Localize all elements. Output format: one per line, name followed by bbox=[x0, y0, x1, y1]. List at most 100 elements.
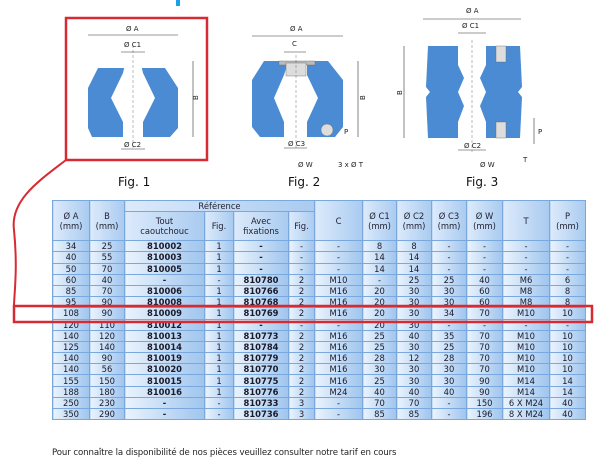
cell-tout: 810009 bbox=[124, 307, 205, 320]
cell-p: 8 bbox=[549, 284, 586, 298]
cell-avec: - bbox=[233, 251, 289, 264]
cell-tout: - bbox=[124, 273, 205, 286]
fig3-caption: Fig. 3 bbox=[466, 175, 499, 189]
cell-w: 60 bbox=[466, 296, 503, 309]
cell-avec: 810773 bbox=[233, 329, 289, 342]
cell-t: M14 bbox=[502, 385, 550, 398]
fig2-label-p: P bbox=[344, 128, 348, 136]
fig1-label-c2: Ø C2 bbox=[124, 141, 141, 149]
cell-fig2: - bbox=[288, 262, 315, 275]
cell-avec: 810780 bbox=[233, 273, 289, 286]
cell-b: 140 bbox=[89, 340, 125, 354]
cell-fig1: 1 bbox=[204, 296, 234, 309]
cell-p: 40 bbox=[549, 396, 586, 410]
fig1-caption: Fig. 1 bbox=[118, 175, 151, 189]
cell-a: 155 bbox=[52, 374, 90, 387]
cell-t: M8 bbox=[502, 284, 550, 298]
cell-c: M16 bbox=[314, 284, 363, 298]
cell-c: M16 bbox=[314, 340, 363, 354]
cell-c3: 30 bbox=[431, 284, 467, 298]
cell-tout: 810014 bbox=[124, 340, 205, 354]
cell-c3: 40 bbox=[431, 385, 467, 398]
cell-t: M10 bbox=[502, 329, 550, 342]
cell-p: - bbox=[549, 251, 586, 264]
cell-c3: 35 bbox=[431, 329, 467, 342]
cell-fig1: 1 bbox=[204, 262, 234, 275]
cell-c: - bbox=[314, 240, 363, 253]
cell-c3: 30 bbox=[431, 296, 467, 309]
cell-tout: 810006 bbox=[124, 284, 205, 298]
cell-w: 150 bbox=[466, 396, 503, 410]
header-c: C bbox=[314, 199, 363, 242]
figure-3-drawing: Ø A Ø C1 Ø C2 B P Ø W T bbox=[396, 7, 542, 169]
cell-c3: 25 bbox=[431, 340, 467, 354]
cell-fig1: 1 bbox=[204, 284, 234, 298]
cell-a: 50 bbox=[52, 262, 90, 275]
cell-tout: 810003 bbox=[124, 251, 205, 264]
header-c1: Ø C1(mm) bbox=[362, 199, 397, 242]
cell-p: 10 bbox=[549, 340, 586, 354]
cell-a: 108 bbox=[52, 307, 90, 320]
cell-a: 350 bbox=[52, 407, 90, 421]
cell-fig1: 1 bbox=[204, 363, 234, 376]
cell-c1: 25 bbox=[362, 340, 397, 354]
cell-avec: 810770 bbox=[233, 363, 289, 376]
cell-b: 90 bbox=[89, 307, 125, 320]
cell-w: 70 bbox=[466, 329, 503, 342]
header-reference: Référence bbox=[124, 199, 315, 213]
fig3-label-a: Ø A bbox=[466, 7, 479, 15]
cell-tout: 810013 bbox=[124, 329, 205, 342]
cell-w: 70 bbox=[466, 340, 503, 354]
fig3-label-w: Ø W bbox=[480, 161, 495, 169]
cell-p: 14 bbox=[549, 374, 586, 387]
cell-c: M10 bbox=[314, 273, 363, 286]
cell-avec: 810779 bbox=[233, 352, 289, 365]
cell-w: 90 bbox=[466, 385, 503, 398]
cell-b: 70 bbox=[89, 284, 125, 298]
figure-2-drawing: Ø A C Ø C3 B P Ø W 3 x Ø T bbox=[252, 25, 367, 169]
fig1-label-b: B bbox=[192, 95, 200, 100]
cell-c2: 85 bbox=[396, 407, 432, 421]
cell-avec: 810736 bbox=[233, 407, 289, 421]
cell-t: M14 bbox=[502, 374, 550, 387]
fig2-label-b: B bbox=[359, 95, 367, 100]
cell-w: 40 bbox=[466, 273, 503, 286]
cell-fig1: 1 bbox=[204, 340, 234, 354]
cell-c2: 14 bbox=[396, 262, 432, 275]
cell-a: 60 bbox=[52, 273, 90, 286]
cell-t: M10 bbox=[502, 352, 550, 365]
header-fig-1: Fig. bbox=[204, 211, 234, 242]
cell-c2: 30 bbox=[396, 374, 432, 387]
cell-tout: - bbox=[124, 407, 205, 421]
cell-fig2: 2 bbox=[288, 363, 315, 376]
cell-fig2: 2 bbox=[288, 296, 315, 309]
cell-avec: 810776 bbox=[233, 385, 289, 398]
cell-b: 110 bbox=[89, 318, 125, 331]
cell-c2: 30 bbox=[396, 363, 432, 376]
cell-b: 290 bbox=[89, 407, 125, 421]
cell-fig2: 2 bbox=[288, 307, 315, 320]
cell-a: 125 bbox=[52, 340, 90, 354]
header-b: B(mm) bbox=[89, 199, 125, 242]
cell-c: M16 bbox=[314, 352, 363, 365]
availability-note: Pour connaître la disponibilité de nos p… bbox=[52, 448, 397, 458]
cell-c1: 85 bbox=[362, 407, 397, 421]
fig2-label-c3: Ø C3 bbox=[288, 140, 305, 148]
cell-c3: 28 bbox=[431, 352, 467, 365]
cell-b: 120 bbox=[89, 329, 125, 342]
cell-t: M6 bbox=[502, 273, 550, 286]
cell-a: 140 bbox=[52, 329, 90, 342]
fig1-label-c1: Ø C1 bbox=[124, 41, 141, 49]
cell-p: 10 bbox=[549, 329, 586, 342]
cell-fig2: 2 bbox=[288, 329, 315, 342]
cell-c1: 14 bbox=[362, 262, 397, 275]
cell-fig2: 3 bbox=[288, 396, 315, 410]
cell-avec: - bbox=[233, 262, 289, 275]
cell-w: - bbox=[466, 318, 503, 331]
